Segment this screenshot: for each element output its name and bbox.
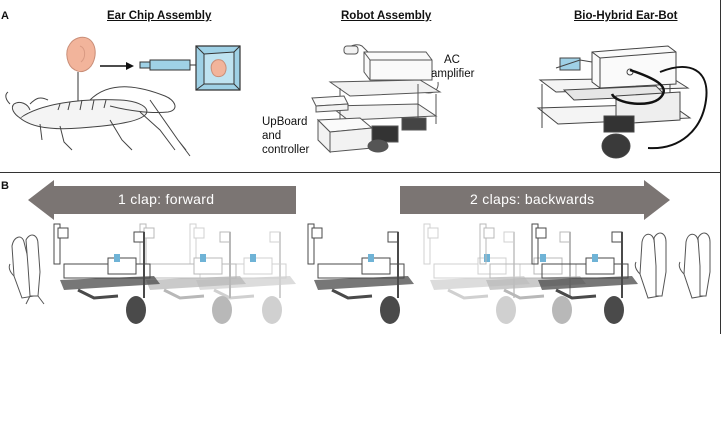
ear-chip-icon [195,45,241,91]
forward-arrow [28,180,296,220]
robot-assembly-title: Robot Assembly [341,10,432,22]
ear-chip-assembly-title: Ear Chip Assembly [107,10,212,22]
clap-hands-icon-2 [678,232,711,299]
biohybrid-earbot-illustration [536,45,708,159]
robot-sequence-forward [52,222,298,326]
grasshopper-icon [5,86,191,157]
clap-hands-icon [8,234,45,305]
clap-hands-icon-1 [634,232,667,299]
robot-sequence-backward [422,222,640,326]
arrow-right-icon [100,62,134,70]
robot-center [306,222,416,326]
forward-label: 1 clap: forward [118,191,215,207]
probe-icon [139,59,204,71]
upboard-label-line3: controller [262,144,310,156]
figure-frame: A Ear Chip Assembly Robot Assembly Bio-H… [0,0,721,334]
upboard-label-line2: and [262,130,282,142]
upboard-label-line1: UpBoard [262,116,308,128]
ear-chip-assembly-illustration [5,36,241,157]
backward-arrow [400,180,670,220]
robot-assembly-illustration [311,44,442,154]
ac-label-line2: amplifier [431,68,475,80]
ear-icon [66,36,96,73]
panel-divider [0,172,721,173]
ac-label-line1: AC [444,54,460,66]
panel-a-letter: A [1,10,9,22]
backward-label: 2 claps: backwards [470,191,595,207]
panel-b-letter: B [1,180,9,192]
biohybrid-earbot-title: Bio-Hybrid Ear-Bot [574,10,678,22]
right-border [720,0,721,334]
